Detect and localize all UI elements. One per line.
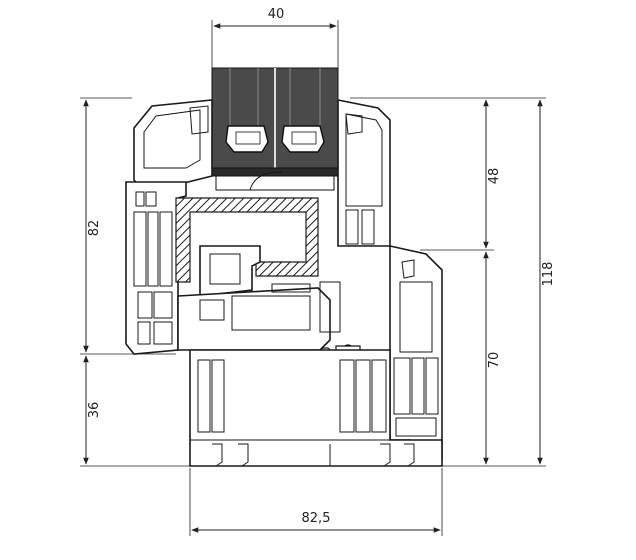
glazing-unit	[211, 67, 339, 191]
frame-right	[389, 245, 443, 461]
right-upper-label: 48	[487, 168, 502, 185]
right-total-label: 118	[541, 262, 556, 287]
left-lower-label: 36	[87, 402, 102, 419]
bottom-width-label: 82,5	[302, 511, 331, 526]
right-lower-label: 70	[487, 352, 502, 369]
transom-profile	[177, 245, 361, 357]
left-upper-label: 82	[87, 220, 102, 237]
sash-profile	[133, 99, 391, 247]
top-width-label: 40	[268, 7, 285, 22]
frame-lower	[189, 349, 443, 467]
dimension-lines	[80, 20, 546, 536]
